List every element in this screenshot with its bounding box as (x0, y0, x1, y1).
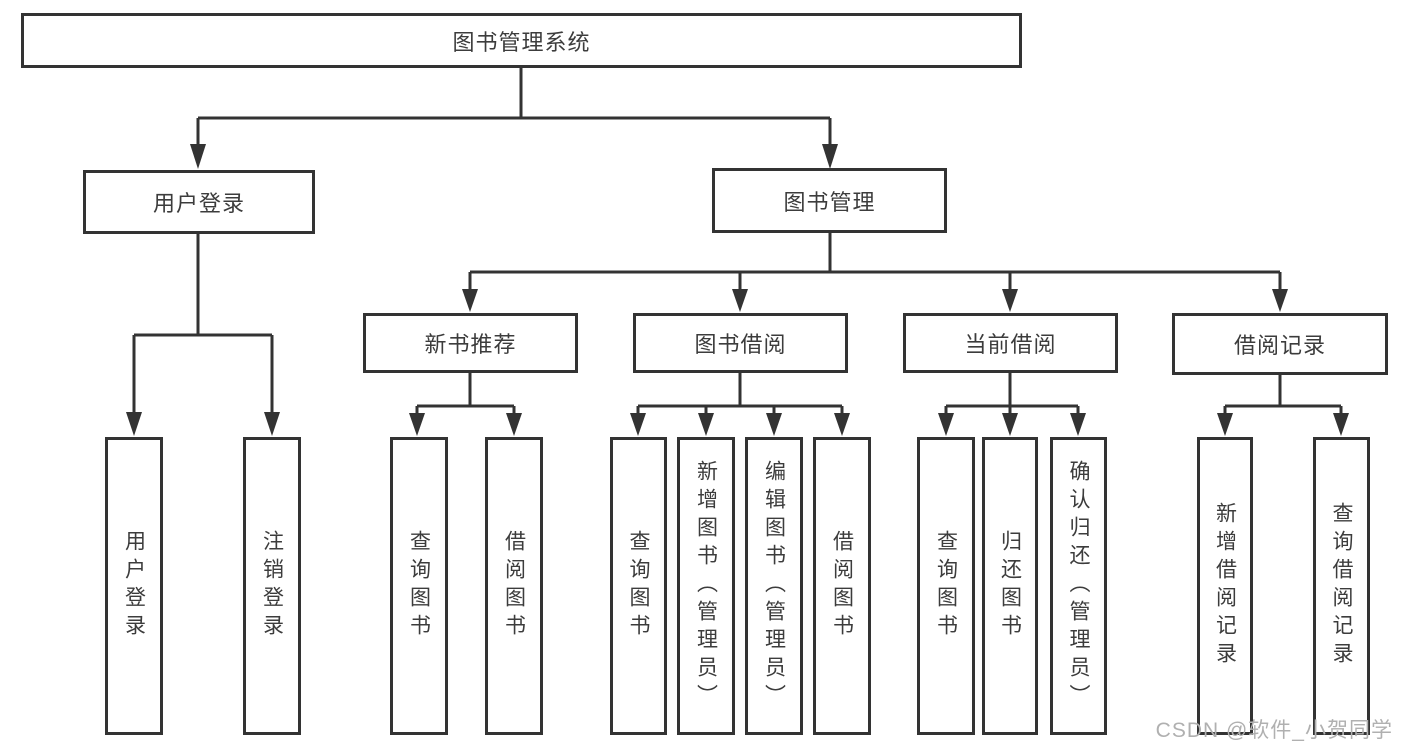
node-book-management: 图书管理 (712, 168, 947, 233)
node-current-borrow: 当前借阅 (903, 313, 1118, 373)
leaf-user-login: 用户登录 (105, 437, 163, 735)
leaf-logout: 注销登录 (243, 437, 301, 735)
leaf-query-books-current: 查询图书 (917, 437, 975, 735)
csdn-watermark: CSDN @软件_小贺同学 (1155, 719, 1393, 742)
leaf-return-books: 归还图书 (982, 437, 1038, 735)
leaf-add-books-admin: 新增图书（管理员） (677, 437, 735, 735)
leaf-confirm-return-admin: 确认归还（管理员） (1050, 437, 1107, 735)
node-book-borrow: 图书借阅 (633, 313, 848, 373)
node-user-login: 用户登录 (83, 170, 315, 234)
node-library-management-system: 图书管理系统 (21, 13, 1022, 68)
leaf-add-borrow-record: 新增借阅记录 (1197, 437, 1253, 735)
leaf-query-borrow-record: 查询借阅记录 (1313, 437, 1370, 735)
node-borrow-records: 借阅记录 (1172, 313, 1388, 375)
leaf-borrow-books: 借阅图书 (813, 437, 871, 735)
leaf-edit-books-admin: 编辑图书（管理员） (745, 437, 803, 735)
leaf-borrow-books-recommend: 借阅图书 (485, 437, 543, 735)
leaf-query-books-recommend: 查询图书 (390, 437, 448, 735)
node-new-book-recommend: 新书推荐 (363, 313, 578, 373)
leaf-query-books-borrow: 查询图书 (610, 437, 667, 735)
